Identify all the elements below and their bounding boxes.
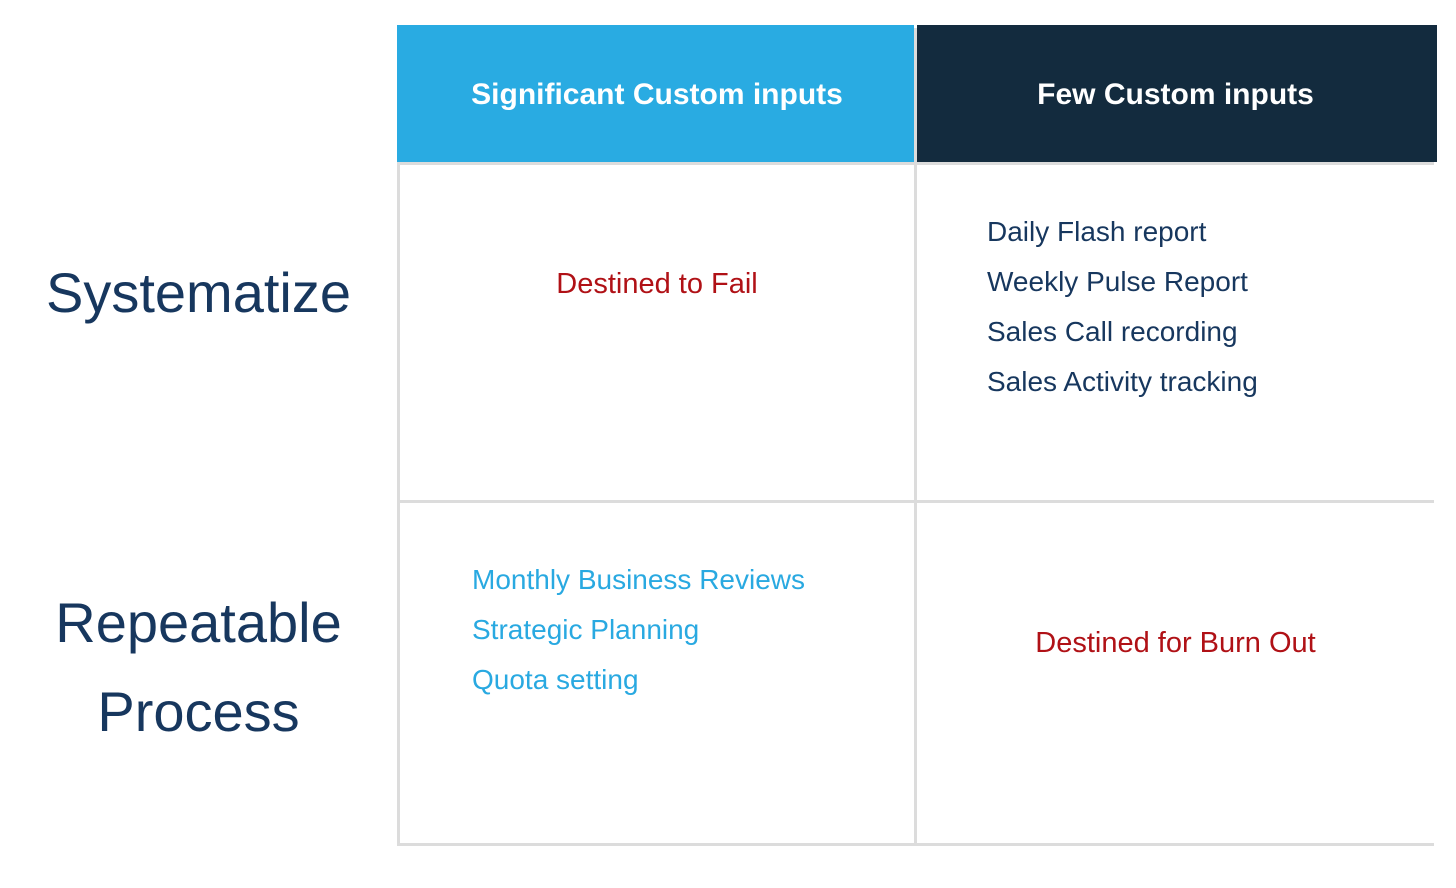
column-header-label: Few Custom inputs [1037, 78, 1314, 111]
list-item: Sales Call recording [987, 316, 1238, 347]
repeatable-significant-list: Monthly Business Reviews Strategic Plann… [472, 555, 894, 705]
list-item: Monthly Business Reviews [472, 564, 806, 595]
row-label-line: Repeatable [55, 591, 342, 654]
systematize-few-list: Daily Flash report Weekly Pulse Report S… [987, 207, 1414, 407]
cell-repeatable-few: Destined for Burn Out [917, 503, 1434, 843]
list-item: Sales Activity tracking [987, 366, 1258, 397]
cell-systematize-significant: Destined to Fail [400, 165, 914, 500]
list-item: Quota setting [472, 664, 639, 695]
cell-systematize-few: Daily Flash report Weekly Pulse Report S… [917, 165, 1434, 500]
cell-repeatable-significant: Monthly Business Reviews Strategic Plann… [400, 503, 914, 843]
list-item: Daily Flash report [987, 216, 1207, 247]
list-item: Weekly Pulse Report [987, 266, 1248, 297]
matrix-grid: Significant Custom inputs Few Custom inp… [397, 25, 1437, 846]
column-header-few-custom-inputs: Few Custom inputs [917, 25, 1437, 162]
destined-to-fail-text: Destined to Fail [556, 268, 758, 300]
column-header-label: Significant Custom inputs [471, 78, 843, 111]
list-item: Strategic Planning [472, 614, 700, 645]
column-header-significant-custom-inputs: Significant Custom inputs [397, 25, 914, 162]
row-label-repeatable-process: Repeatable Process [0, 578, 397, 756]
destined-for-burn-out-text: Destined for Burn Out [1035, 627, 1316, 659]
row-label-line: Process [97, 680, 300, 743]
row-label-systematize: Systematize [46, 261, 351, 324]
